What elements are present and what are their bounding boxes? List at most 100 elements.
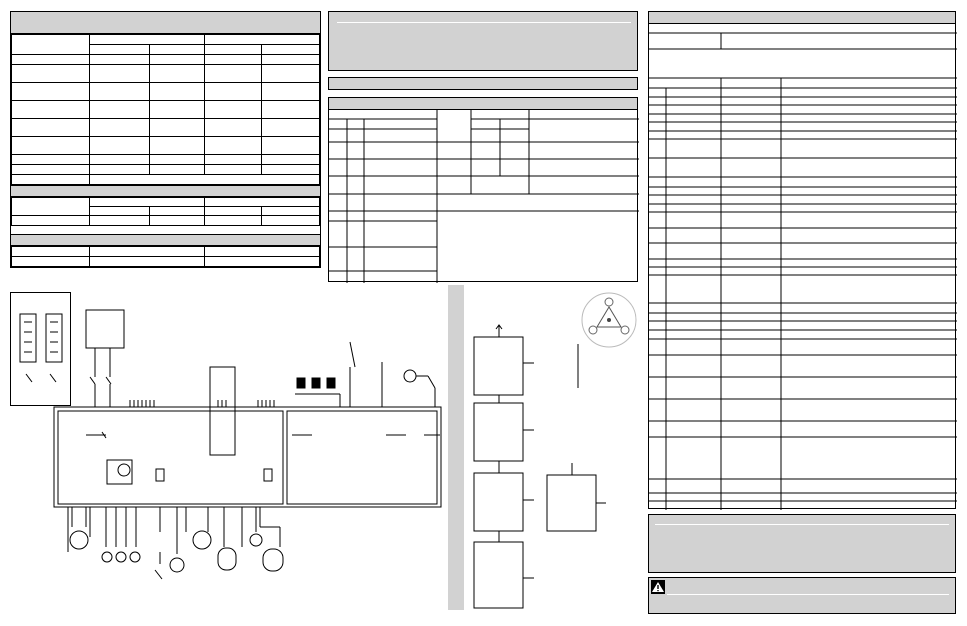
flow-step bbox=[473, 541, 524, 609]
table-cell bbox=[204, 154, 262, 165]
flow-step bbox=[473, 402, 524, 462]
flowchart-sidebar-bar bbox=[448, 285, 464, 610]
table-cell bbox=[11, 64, 90, 83]
divider bbox=[667, 594, 949, 595]
center-table-header bbox=[329, 98, 637, 110]
table-cell bbox=[261, 164, 320, 175]
table-cell bbox=[11, 215, 90, 226]
table-cell bbox=[149, 206, 205, 216]
table-cell bbox=[204, 82, 262, 101]
table-cell bbox=[204, 64, 262, 83]
table-cell bbox=[149, 164, 205, 175]
table-cell bbox=[11, 100, 90, 119]
spec-table-left bbox=[10, 11, 321, 268]
control-board-outline bbox=[53, 406, 442, 508]
notes-box-center bbox=[328, 11, 638, 71]
table-cell bbox=[11, 256, 90, 267]
table-cell bbox=[261, 136, 320, 155]
table-cell bbox=[204, 256, 320, 267]
flow-step bbox=[473, 472, 524, 532]
divider bbox=[337, 22, 631, 23]
table-cell bbox=[261, 154, 320, 165]
table-cell bbox=[11, 197, 90, 216]
spec-table-left-section-2 bbox=[11, 197, 320, 226]
table-cell bbox=[89, 174, 320, 185]
table-cell bbox=[89, 118, 150, 137]
table-cell bbox=[11, 246, 90, 257]
table-cell bbox=[149, 44, 205, 55]
table-cell bbox=[204, 118, 262, 137]
table-cell bbox=[204, 44, 262, 55]
table-cell bbox=[261, 100, 320, 119]
table-cell bbox=[11, 54, 90, 65]
table-cell bbox=[11, 82, 90, 101]
flow-chart bbox=[473, 324, 606, 609]
table-cell bbox=[149, 136, 205, 155]
divider bbox=[655, 524, 949, 525]
table-cell bbox=[11, 154, 90, 165]
table-cell bbox=[89, 154, 150, 165]
center-table bbox=[328, 97, 639, 283]
table-cell bbox=[89, 197, 205, 207]
center-table-title bbox=[328, 77, 638, 90]
table-cell bbox=[89, 34, 205, 45]
table-cell bbox=[89, 256, 205, 267]
table-cell bbox=[261, 215, 320, 226]
table-cell bbox=[11, 118, 90, 137]
spec-table-left-body bbox=[11, 34, 320, 185]
table-cell bbox=[149, 82, 205, 101]
right-table-grid bbox=[649, 32, 957, 510]
table-cell bbox=[204, 54, 262, 65]
warning-box bbox=[648, 577, 956, 614]
table-cell bbox=[149, 54, 205, 65]
table-cell bbox=[204, 34, 320, 45]
table-cell bbox=[261, 206, 320, 216]
table-cell bbox=[261, 64, 320, 83]
relay-box bbox=[85, 309, 125, 349]
table-cell bbox=[261, 54, 320, 65]
warning-triangle-icon bbox=[651, 580, 665, 594]
table-cell bbox=[89, 246, 205, 257]
table-cell bbox=[204, 164, 262, 175]
inset-legend-box bbox=[10, 292, 71, 406]
table-cell bbox=[89, 136, 150, 155]
table-cell bbox=[89, 206, 150, 216]
rotary-selector-icon bbox=[581, 292, 637, 348]
flow-step bbox=[546, 474, 597, 532]
right-table bbox=[648, 11, 957, 510]
spec-table-left-header bbox=[11, 12, 320, 34]
table-cell bbox=[89, 64, 150, 83]
wiring-schematic bbox=[10, 292, 442, 580]
table-cell bbox=[11, 174, 90, 185]
spec-table-left-section-3 bbox=[11, 246, 320, 267]
table-cell bbox=[89, 82, 150, 101]
table-cell bbox=[149, 154, 205, 165]
center-table-grid bbox=[329, 109, 639, 283]
connector-block bbox=[209, 366, 236, 456]
table-cell bbox=[261, 44, 320, 55]
table-cell bbox=[89, 54, 150, 65]
table-cell bbox=[261, 118, 320, 137]
table-cell bbox=[89, 44, 150, 55]
right-table-header bbox=[649, 12, 955, 24]
table-cell bbox=[261, 82, 320, 101]
spec-table-left-subheader-3 bbox=[11, 234, 320, 246]
table-cell bbox=[11, 136, 90, 155]
table-cell bbox=[89, 100, 150, 119]
table-cell bbox=[11, 164, 90, 175]
table-cell bbox=[204, 136, 262, 155]
table-cell bbox=[149, 118, 205, 137]
table-cell bbox=[204, 206, 262, 216]
table-cell bbox=[204, 215, 262, 226]
table-cell bbox=[89, 164, 150, 175]
table-cell bbox=[11, 34, 90, 55]
spec-table-left-subheader-2 bbox=[11, 185, 320, 197]
table-cell bbox=[149, 100, 205, 119]
table-cell bbox=[204, 197, 320, 207]
table-cell bbox=[204, 100, 262, 119]
table-cell bbox=[149, 215, 205, 226]
table-cell bbox=[149, 64, 205, 83]
table-cell bbox=[89, 215, 150, 226]
notes-box-right bbox=[648, 514, 956, 573]
flow-step bbox=[473, 336, 524, 396]
